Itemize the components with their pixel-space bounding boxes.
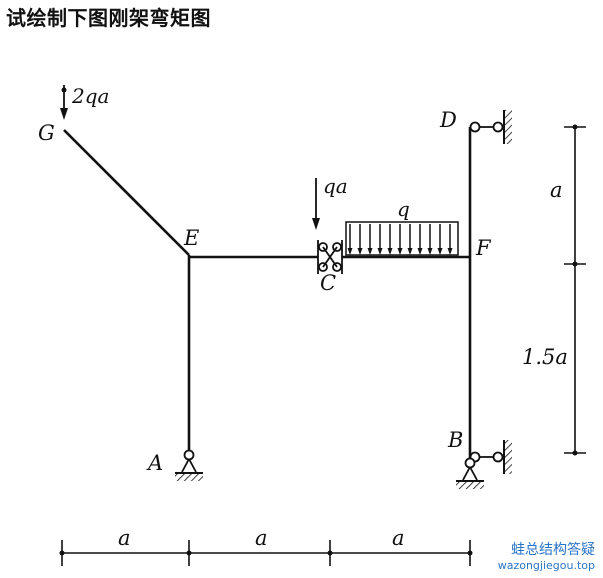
hinge-c xyxy=(317,240,343,274)
watermark-url: wazongjiegou.top xyxy=(497,558,595,572)
load-arrow-g xyxy=(60,85,68,120)
support-d xyxy=(469,110,512,144)
node-label-d: D xyxy=(439,108,457,132)
dim-label-right-2: 1.5a xyxy=(522,345,568,369)
node-label-c: C xyxy=(320,271,336,295)
load-label-c: qa xyxy=(323,174,348,198)
watermark-name: 蛙总结构答疑 xyxy=(511,542,595,559)
distributed-load-q xyxy=(345,221,459,256)
load-arrow-c xyxy=(312,178,320,230)
watermark: 蛙总结构答疑 wazongjiegou.top xyxy=(498,542,595,572)
node-label-e: E xyxy=(183,226,199,250)
page-title: 试绘制下图刚架弯矩图 xyxy=(6,6,211,30)
load-label-g: 2qa xyxy=(71,84,109,108)
right-dimension xyxy=(564,124,586,456)
node-label-b: B xyxy=(447,428,463,452)
dim-label-bottom-2: a xyxy=(255,526,268,550)
support-b xyxy=(456,440,512,489)
support-a xyxy=(175,449,203,481)
bottom-dimension xyxy=(59,540,473,566)
load-label-q: q xyxy=(397,197,410,221)
frame-members xyxy=(63,127,472,460)
member-g-e xyxy=(63,129,190,256)
dim-label-right-1: a xyxy=(550,178,563,202)
dim-label-bottom-1: a xyxy=(118,526,131,550)
node-label-a: A xyxy=(146,451,163,475)
node-label-g: G xyxy=(38,121,55,145)
node-label-f: F xyxy=(475,236,492,260)
dim-label-bottom-3: a xyxy=(392,526,405,550)
